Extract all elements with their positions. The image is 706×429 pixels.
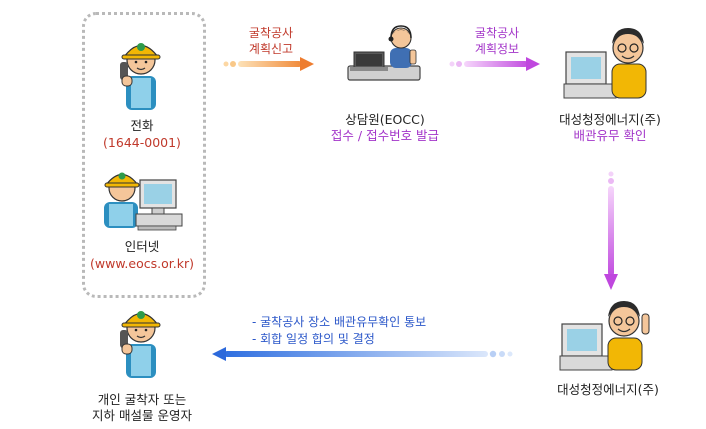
step3-arrow xyxy=(604,171,618,290)
gas-company-top-label: 대성청정에너지(주) xyxy=(559,112,661,127)
recipient-label-line2: 지하 매설물 운영자 xyxy=(92,408,192,423)
phone-label: 전화 xyxy=(130,118,154,133)
internet-label: 인터넷 xyxy=(124,239,160,254)
step2-arrow xyxy=(449,57,540,71)
gas-company-worker-top-icon xyxy=(563,28,647,99)
notification-line1: - 굴착공사 장소 배관유무확인 통보 xyxy=(252,315,427,329)
step1-label-line2: 계획신고 xyxy=(248,42,294,56)
gas-company-bottom-label: 대성청정에너지(주) xyxy=(557,382,659,397)
step1-label-line1: 굴착공사 xyxy=(248,26,294,40)
step2-label-line2: 계획정보 xyxy=(474,42,520,56)
applicant-group-box xyxy=(82,12,206,298)
phone-number: (1644-0001) xyxy=(103,135,181,150)
internet-url: (www.eocs.or.kr) xyxy=(90,256,194,271)
worker-phone-icon xyxy=(120,43,161,110)
recipient-worker-icon xyxy=(120,311,161,378)
gas-company-worker-bottom-icon xyxy=(559,301,650,371)
step4-arrow xyxy=(212,347,513,361)
step2-label-line1: 굴착공사 xyxy=(474,26,520,40)
counselor-action: 접수 / 접수번호 발급 xyxy=(330,128,440,143)
worker-computer-icon xyxy=(104,172,183,231)
counselor-label: 상담원(EOCC) xyxy=(345,112,425,127)
step1-arrow xyxy=(223,57,314,71)
gas-company-top-action: 배관유무 확인 xyxy=(573,128,647,143)
notification-line2: - 회합 일정 합의 및 결정 xyxy=(252,332,375,346)
counselor-icon xyxy=(347,25,421,81)
recipient-label-line1: 개인 굴착자 또는 xyxy=(97,392,187,407)
